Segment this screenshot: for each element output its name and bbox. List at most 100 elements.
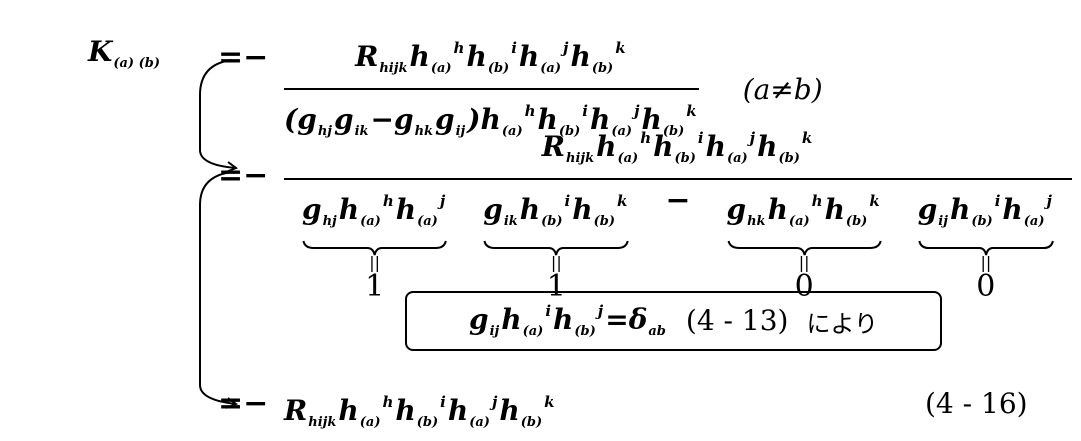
note-box: gijh(a)ih(b)j=δab (4 - 13) により (405, 291, 942, 351)
eq1-fraction-bar (284, 88, 699, 90)
term-4-value: 0 (976, 269, 996, 304)
math-base: g (483, 193, 503, 226)
math-base: h (537, 103, 558, 136)
math-base: h (653, 130, 674, 163)
math-subscript: (b) (591, 61, 614, 76)
math-token: gij (918, 192, 948, 240)
math-token: h(b)k (825, 183, 880, 240)
math-token: h(a)j (396, 183, 446, 240)
math-superscript: k (617, 192, 628, 210)
underbrace-4 (918, 240, 1054, 256)
math-base: h (519, 193, 541, 226)
eq2-group-1: ghjh(a)hh(a)j || 1 (302, 183, 447, 304)
math-subscript: (b) (574, 323, 596, 339)
eq2-term-1: ghjh(a)hh(a)j (302, 183, 447, 240)
underbrace-1 (302, 240, 447, 256)
math-base: h (641, 103, 662, 136)
math-base: R (355, 40, 379, 73)
math-subscript: (a) (617, 151, 639, 166)
eq2-term-3: ghkh(a)hh(b)k (727, 183, 882, 240)
math-subscript: (a) (726, 151, 748, 166)
equals-minus-2: =− (218, 158, 269, 193)
note-ref: (4 - 13) (685, 304, 789, 337)
eq2-term-4: gijh(b)ih(a)j (918, 183, 1054, 240)
math-base: h (553, 302, 574, 336)
math-token: h(b)k (499, 384, 554, 441)
math-subscript: (a) (788, 214, 810, 229)
math-base: h (501, 302, 522, 336)
math-superscript: h (811, 192, 823, 210)
math-superscript: j (749, 129, 756, 147)
term-2-value: 1 (546, 269, 566, 304)
math-base: h (409, 40, 430, 73)
eq2-group-4: gijh(b)ih(a)j || 0 (918, 183, 1054, 304)
math-token: h(a)h (409, 30, 464, 87)
math-subscript: (b) (593, 214, 615, 229)
vertical-equals-2: || (550, 253, 562, 272)
math-subscript: (b) (520, 415, 543, 430)
math-base: h (518, 40, 540, 73)
math-token: gik (483, 192, 518, 240)
math-base: h (338, 394, 359, 427)
eq2-numerator: Rhijkh(a)hh(b)ih(a)jh(b)k (542, 120, 815, 177)
math-token: h(a)j (519, 30, 569, 87)
eq2-fraction: Rhijkh(a)hh(b)ih(a)jh(b)k ghjh(a)hh(a)j … (284, 120, 1072, 304)
math-token: −ghk (371, 102, 434, 150)
math-token: h(b)i (538, 93, 588, 150)
eq2-fraction-bar (284, 178, 1072, 180)
eq1-numerator: Rhijkh(a)hh(b)ih(a)jh(b)k (355, 30, 628, 87)
math-subscript: ij (455, 124, 466, 139)
math-superscript: j (491, 393, 498, 411)
math-subscript: (a) (469, 415, 490, 430)
math-superscript: k (544, 393, 555, 411)
math-base: g (917, 193, 938, 226)
eq3-label: (4 - 16) (925, 387, 1028, 420)
term-1-value: 1 (365, 269, 385, 304)
math-token: h(b)k (572, 183, 627, 240)
math-base: g (435, 103, 455, 136)
math-token: Rhijk (355, 39, 407, 87)
math-base: h (447, 394, 469, 427)
math-subscript: (b) (845, 214, 868, 229)
math-base: R (541, 130, 565, 163)
math-subscript: hijk (379, 61, 408, 76)
math-token: h(b)i (466, 30, 516, 87)
math-token: h(b)i (520, 183, 570, 240)
math-subscript: (a) (611, 124, 633, 139)
underbrace-3 (727, 240, 882, 256)
underbrace-2 (483, 240, 629, 256)
math-base: h (949, 193, 971, 226)
math-base: h (466, 40, 487, 73)
math-superscript: h (640, 129, 652, 147)
math-subscript: (b) (778, 151, 800, 166)
math-token: gij (435, 102, 465, 150)
math-subscript: (a) (430, 61, 452, 76)
math-subscript: (b) (662, 124, 685, 139)
eq1-condition: (a≠b) (742, 73, 823, 106)
math-base: h (572, 193, 593, 226)
math-superscript: h (382, 192, 394, 210)
math-base: −g (370, 103, 414, 136)
math-base: h (395, 394, 416, 427)
math-superscript: h (382, 393, 394, 411)
math-token: Rhijk (542, 129, 594, 177)
math-subscript: ab (648, 323, 666, 339)
math-superscript: i (511, 39, 517, 57)
math-base: R (284, 394, 308, 427)
math-superscript: h (453, 39, 465, 57)
math-subscript: hijk (566, 151, 595, 166)
math-superscript: i (994, 192, 1001, 210)
math-base: g (469, 302, 489, 336)
math-token: )h(a)h (467, 93, 535, 150)
math-base: h (499, 394, 520, 427)
eq1-denominator: (ghjgik−ghkgij)h(a)hh(b)ih(a)jh(b)k (284, 93, 699, 150)
arrow-line-1 (199, 59, 237, 169)
math-base: =δ (605, 302, 648, 336)
arrow-line-2 (199, 171, 237, 405)
math-base: h (338, 193, 360, 226)
math-superscript: k (615, 39, 626, 57)
term-3-value: 0 (794, 269, 814, 304)
math-subscript: ik (354, 124, 369, 139)
math-token: gik (334, 102, 369, 150)
arrowhead-1 (225, 161, 239, 173)
